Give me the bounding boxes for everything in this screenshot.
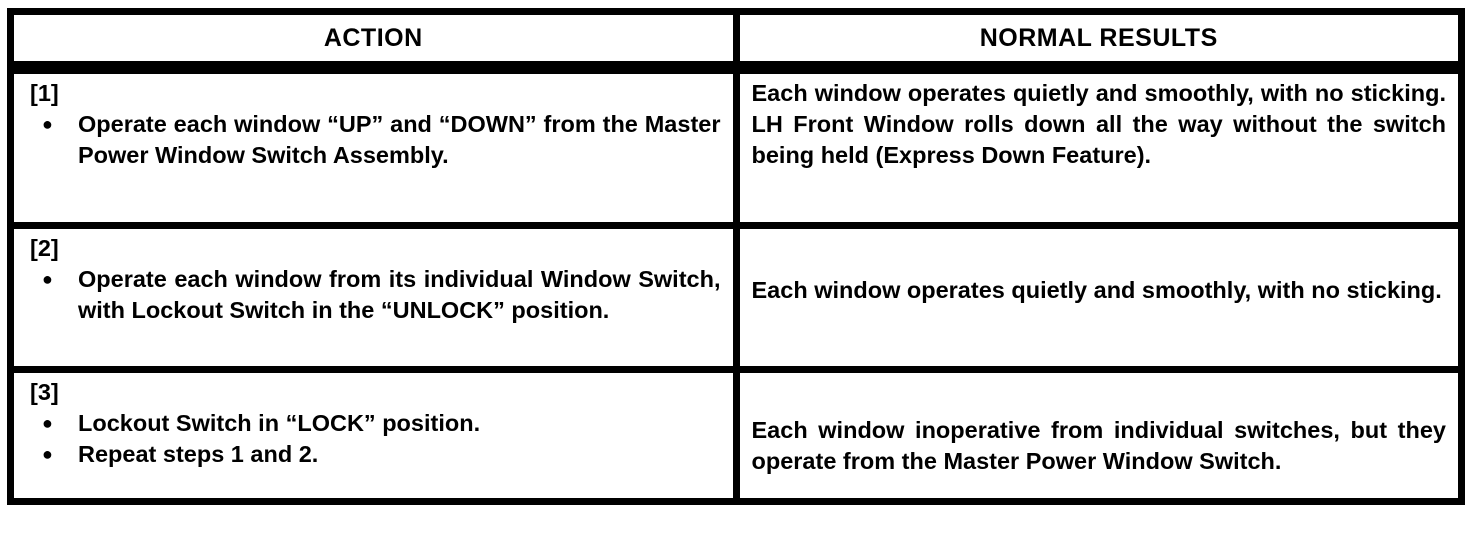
result-cell: Each window operates quietly and smoothl…	[732, 64, 1465, 229]
action-item: ● Repeat steps 1 and 2.	[26, 439, 721, 470]
result-cell: Each window inoperative from individual …	[732, 366, 1465, 505]
action-item: ● Lockout Switch in “LOCK” position.	[26, 408, 721, 439]
action-text: Lockout Switch in “LOCK” position.	[78, 410, 481, 436]
step-number: [3]	[30, 379, 59, 405]
table-row: [2] ● Operate each window from its indiv…	[7, 222, 1465, 373]
header-row: ACTION NORMAL RESULTS	[7, 8, 1465, 74]
table-row: [3] ● Lockout Switch in “LOCK” position.…	[7, 366, 1465, 505]
table-row: [1] ● Operate each window “UP” and “DOWN…	[7, 64, 1465, 229]
result-cell: Each window operates quietly and smoothl…	[732, 222, 1465, 373]
action-item: ● Operate each window from its individua…	[26, 264, 721, 326]
column-header-action: ACTION	[7, 8, 740, 74]
action-cell: [1] ● Operate each window “UP” and “DOWN…	[7, 64, 740, 229]
column-header-normal-results: NORMAL RESULTS	[732, 8, 1465, 74]
action-text: Repeat steps 1 and 2.	[78, 441, 319, 467]
procedure-table: ACTION NORMAL RESULTS [1] ● Operate each…	[7, 8, 1465, 505]
bullet-icon: ●	[42, 413, 53, 433]
action-cell: [3] ● Lockout Switch in “LOCK” position.…	[7, 366, 740, 505]
bullet-icon: ●	[42, 444, 53, 464]
action-text: Operate each window “UP” and “DOWN” from…	[78, 111, 721, 168]
bullet-icon: ●	[42, 114, 53, 134]
step-number: [2]	[30, 235, 59, 261]
step-number: [1]	[30, 80, 59, 106]
action-cell: [2] ● Operate each window from its indiv…	[7, 222, 740, 373]
bullet-icon: ●	[42, 269, 53, 289]
action-item: ● Operate each window “UP” and “DOWN” fr…	[26, 109, 721, 171]
action-text: Operate each window from its individual …	[78, 266, 721, 323]
